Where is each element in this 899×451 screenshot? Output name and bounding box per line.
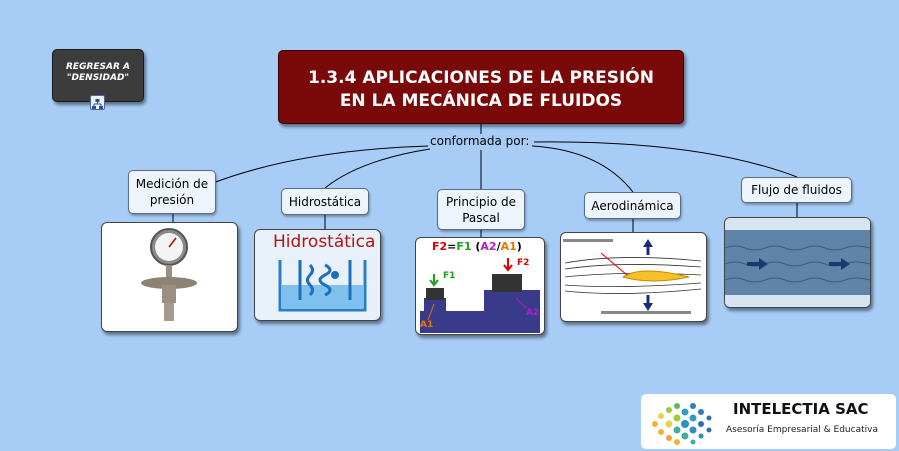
pascal-label-a2: A2 [526,308,540,318]
logo-name: INTELECTIA SAC [733,400,869,418]
formula-a1: A1 [500,240,517,253]
concept-label: Principio de [446,195,516,209]
back-to-density-node[interactable]: REGRESAR A "DENSIDAD" [52,49,144,102]
concept-pressure-measurement[interactable]: Medición de presión [128,170,216,214]
concept-label: presión [149,193,195,207]
concept-fluid-flow[interactable]: Flujo de fluidos [741,177,852,203]
back-node-line2: "DENSIDAD" [66,73,130,83]
pressure-gauge-image [101,222,238,332]
title-line1: 1.3.4 APLICACIONES DE LA PRESIÓN [308,68,654,88]
concept-label: Hidrostática [288,195,362,209]
hydrostatics-image: Hidrostática [254,229,381,321]
concept-label: Aerodinámica [591,199,674,213]
concept-hydrostatics[interactable]: Hidrostática [281,188,369,215]
formula-div: / [496,240,501,253]
formula-f2: F2 [432,240,448,253]
concept-label: Flujo de fluidos [751,183,842,197]
formula-eq: = [447,240,457,253]
back-node-line1: REGRESAR A [65,62,131,72]
formula-f1: F1 [456,240,472,253]
title-node: 1.3.4 APLICACIONES DE LA PRESIÓN EN LA M… [278,50,684,124]
pascal-formula: F2=F1 (A2/A1) [432,240,522,253]
fluid-flow-image [724,217,871,308]
title-line2: EN LA MECÁNICA DE FLUIDOS [339,91,623,111]
logo-dots-icon [652,403,712,445]
pascal-label-f1: F1 [443,271,456,281]
map-link-icon[interactable] [90,95,105,110]
concept-label: Pascal [462,211,500,225]
hydrostatics-image-label: Hidrostática [273,232,376,252]
intelectia-logo: INTELECTIA SAC Asesoría Empresarial & Ed… [641,394,896,449]
aerodynamics-image [560,232,707,322]
concept-label: Medición de [135,177,209,191]
pascal-label-f2: F2 [517,258,530,268]
formula-a2: A2 [480,240,497,253]
pascal-label-a1: A1 [420,320,434,330]
linking-phrase: conformada por: [428,134,532,148]
logo-tagline: Asesoría Empresarial & Educativa [726,425,878,435]
pascal-image: F2=F1 (A2/A1) F1 F2 A1 A2 [415,237,545,335]
concept-aerodynamics[interactable]: Aerodinámica [584,192,681,219]
concept-pascal-principle[interactable]: Principio de Pascal [437,189,525,230]
